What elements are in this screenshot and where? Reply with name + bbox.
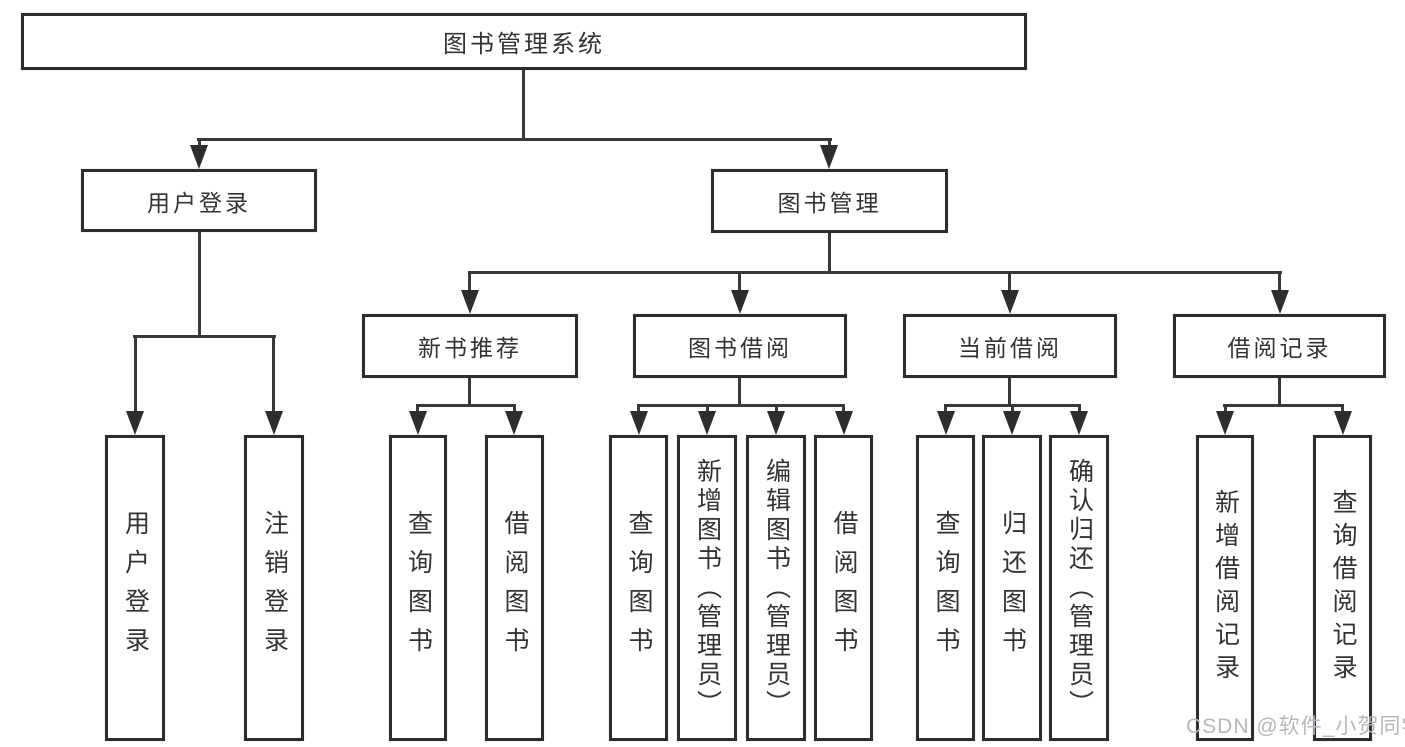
node-new-book-recommendation: 新书推荐 (362, 314, 578, 378)
arrowhead-icon (505, 411, 523, 435)
node-label: 查询图书 (932, 510, 960, 666)
node-label: 借阅图书 (501, 510, 529, 666)
arrowhead-icon (767, 411, 785, 435)
node-library-management-system: 图书管理系统 (21, 13, 1027, 70)
node-label: 查询图书 (625, 510, 653, 666)
node-label: 当前借阅 (958, 335, 1062, 361)
node-label: 借阅图书 (830, 510, 858, 666)
leaf-query-borrow-record: 查询借阅记录 (1313, 435, 1372, 741)
csdn-watermark: CSDN @软件_小贺同学 (1186, 715, 1405, 738)
connector-stem (1224, 404, 1227, 416)
connector-new-book-rail (416, 404, 516, 407)
node-label: 编辑图书（管理员） (762, 457, 791, 719)
connector-stem (842, 404, 845, 416)
connector-user-login-stem (198, 232, 201, 338)
connector-stem (828, 138, 831, 150)
arrowhead-icon (820, 145, 838, 169)
arrowhead-icon (1003, 411, 1021, 435)
arrowhead-icon (731, 290, 749, 314)
connector-root-stem (522, 70, 525, 141)
leaf-return-books: 归还图书 (982, 435, 1042, 741)
node-label: 借阅记录 (1227, 335, 1332, 361)
arrowhead-icon (126, 411, 144, 435)
arrowhead-icon (1216, 411, 1234, 435)
connector-new-book-stem (468, 378, 471, 407)
node-label: 确认归还（管理员） (1065, 457, 1094, 719)
connector-borrow-record-rail (1223, 404, 1344, 407)
arrowhead-icon (937, 411, 955, 435)
node-borrowing-records: 借阅记录 (1173, 314, 1386, 378)
connector-user-login-rail (133, 335, 276, 338)
connector-stem (706, 404, 709, 416)
connector-stem (944, 404, 947, 416)
leaf-edit-books-admin: 编辑图书（管理员） (746, 435, 806, 741)
node-label: 图书借阅 (688, 335, 792, 361)
arrowhead-icon (630, 411, 648, 435)
connector-stem (513, 404, 516, 416)
node-current-borrowing: 当前借阅 (903, 314, 1117, 378)
arrowhead-icon (1001, 290, 1019, 314)
leaf-query-books-3: 查询图书 (916, 435, 975, 741)
connector-current-borrow-stem (1008, 378, 1011, 407)
node-label: 图书管理系统 (443, 31, 605, 58)
connector-borrow-record-stem (1278, 378, 1281, 407)
connector-stem (1341, 404, 1344, 416)
arrowhead-icon (1334, 411, 1352, 435)
connector-stem (1011, 404, 1014, 416)
arrowhead-icon (1271, 290, 1289, 314)
connector-stem (272, 335, 275, 415)
leaf-user-login: 用户登录 (105, 435, 165, 741)
node-label: 图书管理 (777, 190, 882, 216)
connector-book-borrow-stem (738, 378, 741, 407)
leaf-add-books-admin: 新增图书（管理员） (677, 435, 737, 741)
node-label: 归还图书 (998, 510, 1027, 666)
node-book-borrowing: 图书借阅 (633, 314, 847, 378)
connector-stem (637, 404, 640, 416)
arrowhead-icon (265, 411, 283, 435)
leaf-query-books-1: 查询图书 (389, 435, 447, 741)
connector-stem (1078, 404, 1081, 416)
leaf-confirm-return-admin: 确认归还（管理员） (1049, 435, 1109, 741)
connector-stem (1008, 271, 1011, 293)
connector-stem (198, 138, 201, 150)
arrowhead-icon (190, 145, 208, 169)
leaf-borrow-books-1: 借阅图书 (485, 435, 544, 741)
connector-level3-rail (468, 271, 1282, 274)
node-label: 新书推荐 (418, 335, 522, 361)
node-label: 查询图书 (404, 510, 433, 666)
connector-stem (468, 271, 471, 293)
leaf-query-books-2: 查询图书 (609, 435, 668, 741)
leaf-borrow-books-2: 借阅图书 (814, 435, 873, 741)
connector-book-mgmt-stem (828, 233, 831, 274)
node-label: 注销登录 (260, 510, 289, 666)
node-label: 用户登录 (121, 510, 150, 666)
node-book-management-group: 图书管理 (711, 169, 948, 233)
connector-stem (416, 404, 419, 416)
arrowhead-icon (409, 411, 427, 435)
arrowhead-icon (835, 411, 853, 435)
connector-stem (738, 271, 741, 293)
arrowhead-icon (698, 411, 716, 435)
node-label: 新增借阅记录 (1211, 489, 1240, 687)
leaf-add-borrow-record: 新增借阅记录 (1196, 435, 1254, 741)
connector-stem (775, 404, 778, 416)
connector-level2-rail (197, 138, 832, 141)
node-label: 用户登录 (147, 189, 251, 216)
connector-book-borrow-rail (637, 404, 845, 407)
node-label: 查询借阅记录 (1329, 489, 1357, 687)
node-label: 新增图书（管理员） (693, 457, 722, 719)
node-user-login-group: 用户登录 (81, 169, 317, 232)
connector-stem (134, 335, 137, 415)
arrowhead-icon (1070, 411, 1088, 435)
leaf-logout: 注销登录 (244, 435, 304, 741)
arrowhead-icon (461, 290, 479, 314)
connector-stem (1278, 271, 1281, 293)
